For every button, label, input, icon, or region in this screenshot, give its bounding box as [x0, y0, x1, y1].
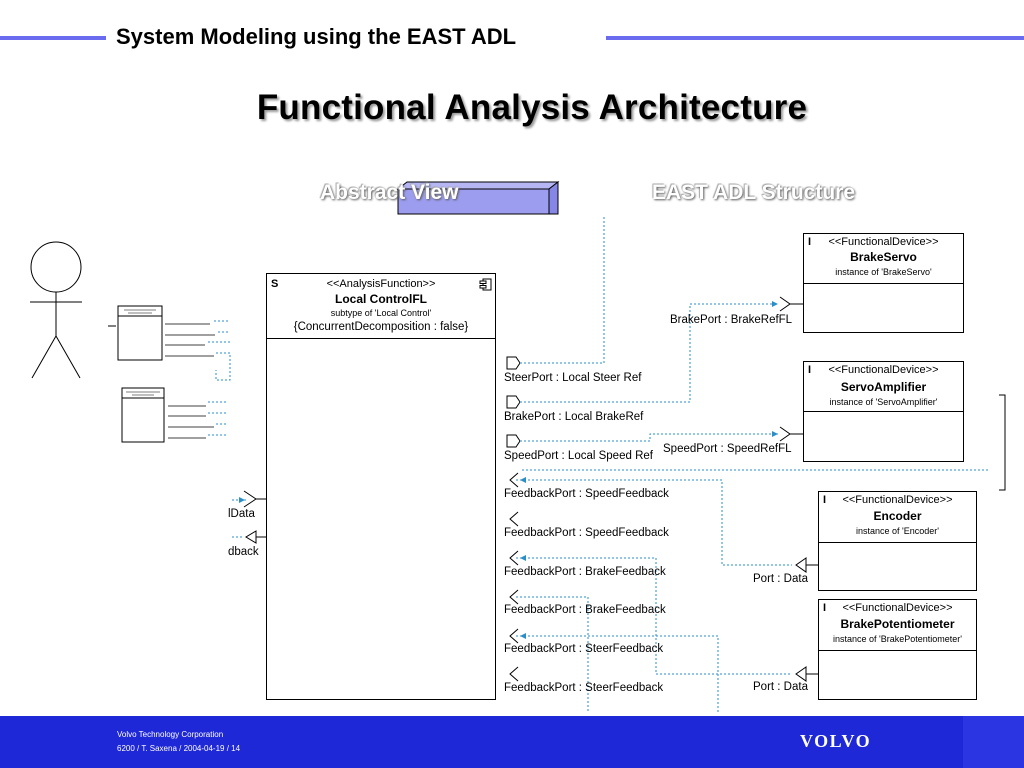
input-label-data: lData	[228, 508, 255, 520]
device-instance: instance of 'BrakePotentiometer'	[832, 634, 962, 644]
port-label: FeedbackPort : SpeedFeedback	[504, 488, 669, 500]
device-port-label: BrakePort : BrakeRefFL	[670, 314, 793, 326]
header-title: System Modeling using the EAST ADL	[116, 24, 517, 49]
footer-meta: 6200 / T. Saxena / 2004-04-19 / 14	[117, 744, 241, 753]
device-stereotype: <<FunctionalDevice>>	[828, 364, 939, 376]
east-adl-structure-label: EAST ADL Structure	[652, 181, 856, 204]
actor-icon	[30, 241, 116, 379]
device-port-label: Port : Data	[753, 681, 808, 693]
device-stereotype: <<FunctionalDevice>>	[842, 494, 953, 506]
device-instance: instance of 'BrakeServo'	[835, 267, 932, 277]
footer-company: Volvo Technology Corporation	[117, 730, 224, 739]
header-rule-left	[0, 36, 106, 40]
input-label-feedback: dback	[228, 546, 259, 558]
port-label: FeedbackPort : BrakeFeedback	[504, 604, 666, 616]
device-letter: I	[808, 364, 812, 376]
page-title: Functional Analysis Architecture	[256, 88, 808, 127]
device-stereotype: <<FunctionalDevice>>	[828, 236, 939, 248]
device-port-label: SpeedPort : SpeedRefFL	[663, 443, 792, 455]
analysis-function-stereotype: <<AnalysisFunction>>	[326, 278, 436, 290]
device-instance: instance of 'ServoAmplifier'	[829, 397, 938, 407]
analysis-function-box: S <<AnalysisFunction>> Local ControlFL s…	[266, 273, 496, 700]
port-label: FeedbackPort : SteerFeedback	[504, 643, 664, 655]
component-icon	[479, 278, 492, 291]
port-label: FeedbackPort : SpeedFeedback	[504, 527, 669, 539]
port-label: FeedbackPort : SteerFeedback	[504, 682, 664, 694]
port-label: FeedbackPort : BrakeFeedback	[504, 566, 666, 578]
volvo-logo: VOLVO	[800, 731, 872, 751]
footer-accent	[963, 716, 1024, 768]
device-name: Encoder	[873, 509, 922, 523]
analysis-function-letter: S	[271, 278, 279, 290]
device-servoamplifier: I <<FunctionalDevice>> ServoAmplifier in…	[803, 361, 964, 462]
header-rule-right	[606, 36, 1024, 40]
device-letter: I	[808, 236, 812, 248]
footer-bar: Volvo Technology Corporation 6200 / T. S…	[0, 716, 1024, 768]
port-label: SteerPort : Local Steer Ref	[504, 372, 642, 384]
device-stereotype: <<FunctionalDevice>>	[842, 602, 953, 614]
analysis-function-name: Local ControlFL	[335, 292, 427, 306]
device-encoder: I <<FunctionalDevice>> Encoder instance …	[818, 491, 977, 591]
device-brakeservo: I <<FunctionalDevice>> BrakeServo instan…	[803, 233, 964, 333]
device-brakepotentiometer: I <<FunctionalDevice>> BrakePotentiomete…	[818, 599, 977, 700]
device-letter: I	[823, 602, 827, 614]
analysis-function-decomposition: {ConcurrentDecomposition : false}	[293, 321, 469, 333]
port-label: SpeedPort : Local Speed Ref	[504, 450, 653, 462]
port-label: BrakePort : Local BrakeRef	[504, 411, 644, 423]
device-instance: instance of 'Encoder'	[856, 526, 939, 536]
device-name: BrakeServo	[850, 250, 917, 264]
device-port-label: Port : Data	[753, 573, 808, 585]
device-letter: I	[823, 494, 827, 506]
device-name: ServoAmplifier	[840, 380, 927, 394]
analysis-function-subtype: subtype of 'Local Control'	[330, 308, 432, 318]
device-name: BrakePotentiometer	[840, 617, 955, 631]
abstract-view-label: Abstract View	[320, 181, 459, 204]
